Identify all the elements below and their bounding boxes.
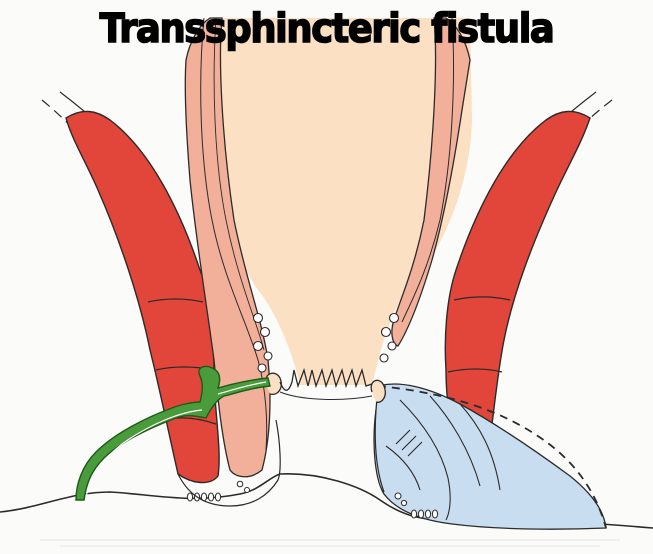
right-anal-crypt [371, 380, 385, 402]
slide-title: Transsphincteric fistula [26, 6, 627, 52]
anal-canal-lower [280, 392, 372, 399]
bottom-scan-artifact [40, 540, 620, 546]
left-subcutaneous-glands [187, 481, 249, 501]
